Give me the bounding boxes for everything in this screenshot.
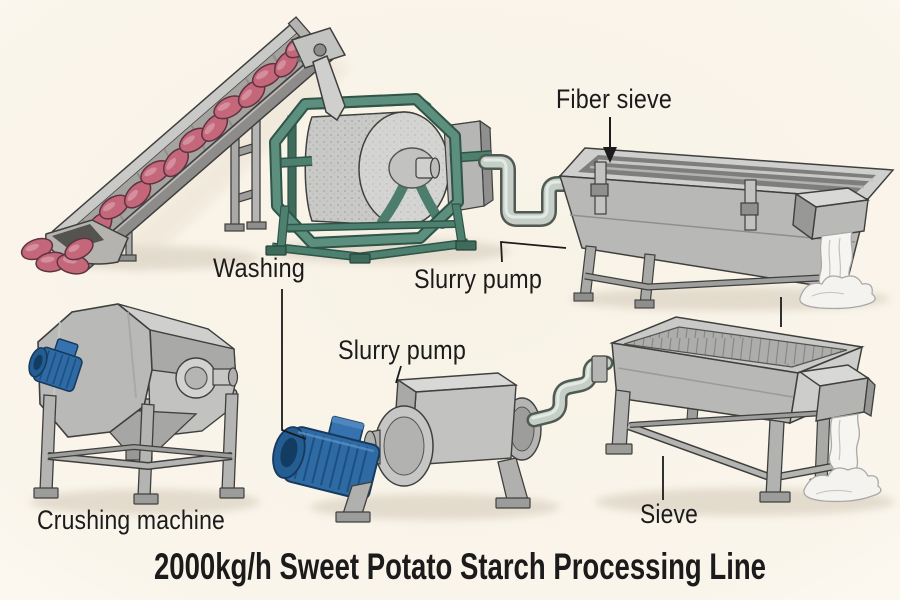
sieve-starch-discharge [803, 413, 882, 503]
washing-leader [281, 289, 307, 440]
washer-hub [377, 147, 447, 229]
washer-green-frame [265, 93, 493, 264]
pipe-pump-to-sieve [526, 355, 614, 428]
sweet-potatoes-on-ground [20, 237, 94, 275]
sieve-mesh [623, 326, 848, 368]
washing-label: Washing [213, 253, 305, 283]
pump-motor [272, 415, 381, 501]
fiber-sieve-arrow [603, 117, 617, 163]
slurry-pipe-top [478, 154, 582, 227]
leader-lines [281, 117, 782, 500]
crushing-machine-label: Crushing machine [37, 505, 225, 535]
conveyor-to-washer-chute [312, 54, 346, 122]
slurry-pump [272, 355, 614, 523]
conveyor-head-pulley [290, 27, 347, 69]
feeding-conveyor [20, 16, 347, 275]
crusher-motor [28, 338, 83, 392]
sieve-inlet-flange [591, 355, 608, 383]
fiber-sieve [558, 147, 895, 310]
labels: Fiber sieve Washing Slurry pump Slurry p… [37, 84, 766, 587]
conveyor-legs [118, 107, 267, 262]
sieve-discharge-chute [798, 364, 876, 422]
conveyor-trough [51, 16, 334, 272]
sieve-machine [591, 316, 882, 503]
slurry-pump-top-label: Slurry pump [414, 264, 542, 294]
crushing-machine [28, 303, 245, 505]
crusher-bearing [175, 357, 239, 399]
washing-machine [265, 93, 494, 264]
slurry-pump-top-leader [500, 241, 567, 263]
fiber-discharge-chute [792, 187, 871, 241]
fiber-sieve-label: Fiber sieve [556, 84, 672, 114]
slurry-pump-bottom-label: Slurry pump [338, 335, 466, 365]
sieve-label: Sieve [640, 499, 698, 529]
fiber-starch-discharge [799, 231, 876, 310]
diagram-title: 2000kg/h Sweet Potato Starch Processing … [154, 546, 766, 587]
slurry-pump-bottom-leader [395, 365, 402, 384]
